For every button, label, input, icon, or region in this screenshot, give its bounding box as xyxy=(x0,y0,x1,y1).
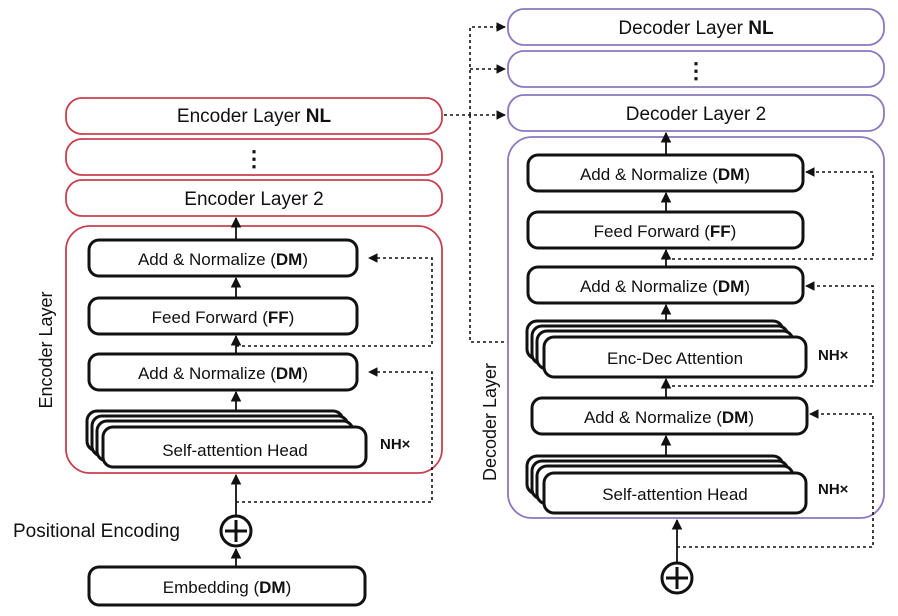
encoder-layer-nl-label: Encoder Layer NL xyxy=(177,106,332,127)
vertical-ellipsis-icon: ⋮ xyxy=(685,58,707,83)
vertical-ellipsis-icon: ⋮ xyxy=(243,146,265,171)
encoder-layer-nl-box xyxy=(65,97,443,135)
decoder-add-normalize-top-label: Add & Normalize (DM) xyxy=(580,165,750,184)
decoder-enc-dec-attention-label: Enc-Dec Attention xyxy=(607,349,743,368)
encoder-side-label: Encoder Layer xyxy=(36,291,56,408)
decoder-side-label: Decoder Layer xyxy=(480,363,500,481)
decoder-layer-2-box xyxy=(507,94,885,132)
decoder-enc-dec-attention-stack xyxy=(525,319,808,379)
decoder-add-normalize-mid-label: Add & Normalize (DM) xyxy=(580,277,750,296)
encoder-add-normalize-bottom-label: Add & Normalize (DM) xyxy=(138,364,308,383)
encoder-add-normalize-top-label: Add & Normalize (DM) xyxy=(138,250,308,269)
decoder-layer-2-label: Decoder Layer 2 xyxy=(626,104,766,125)
decoder-self-attention-label: Self-attention Head xyxy=(602,485,748,504)
decoder-feed-forward-label: Feed Forward (FF) xyxy=(594,222,737,241)
encoder-feed-forward-label: Feed Forward (FF) xyxy=(152,308,295,327)
encoder-add-normalize-bottom xyxy=(87,352,359,392)
decoder-ellipsis-box xyxy=(507,50,885,88)
encoder-add-normalize-top xyxy=(87,238,359,278)
embedding-label: Embedding (DM) xyxy=(163,578,292,597)
decoder-layer-nl-label: Decoder Layer NL xyxy=(618,18,774,39)
encoder-self-attention-label: Self-attention Head xyxy=(162,441,308,460)
positional-encoding-label: Positional Encoding xyxy=(13,521,180,542)
decoder-add-normalize-bottom xyxy=(530,396,809,436)
plus-circle-icon xyxy=(660,561,694,595)
encoder-layer-2-label: Encoder Layer 2 xyxy=(184,189,323,210)
encoder-layer-2-box xyxy=(65,179,443,217)
encoder-nh-label: NH× xyxy=(380,436,411,453)
decoder-nh-cross-label: NH× xyxy=(818,347,849,364)
decoder-self-attention-stack xyxy=(525,454,808,515)
encoder-ellipsis-box xyxy=(65,138,443,176)
decoder-layer-nl-box xyxy=(507,8,885,46)
encoder-self-attention-stack xyxy=(85,409,368,469)
embedding-box xyxy=(87,565,367,607)
decoder-nh-self-label: NH× xyxy=(818,481,849,498)
plus-circle-icon xyxy=(219,514,253,548)
encoder-feed-forward xyxy=(87,296,359,336)
decoder-add-normalize-bottom-label: Add & Normalize (DM) xyxy=(584,408,754,427)
